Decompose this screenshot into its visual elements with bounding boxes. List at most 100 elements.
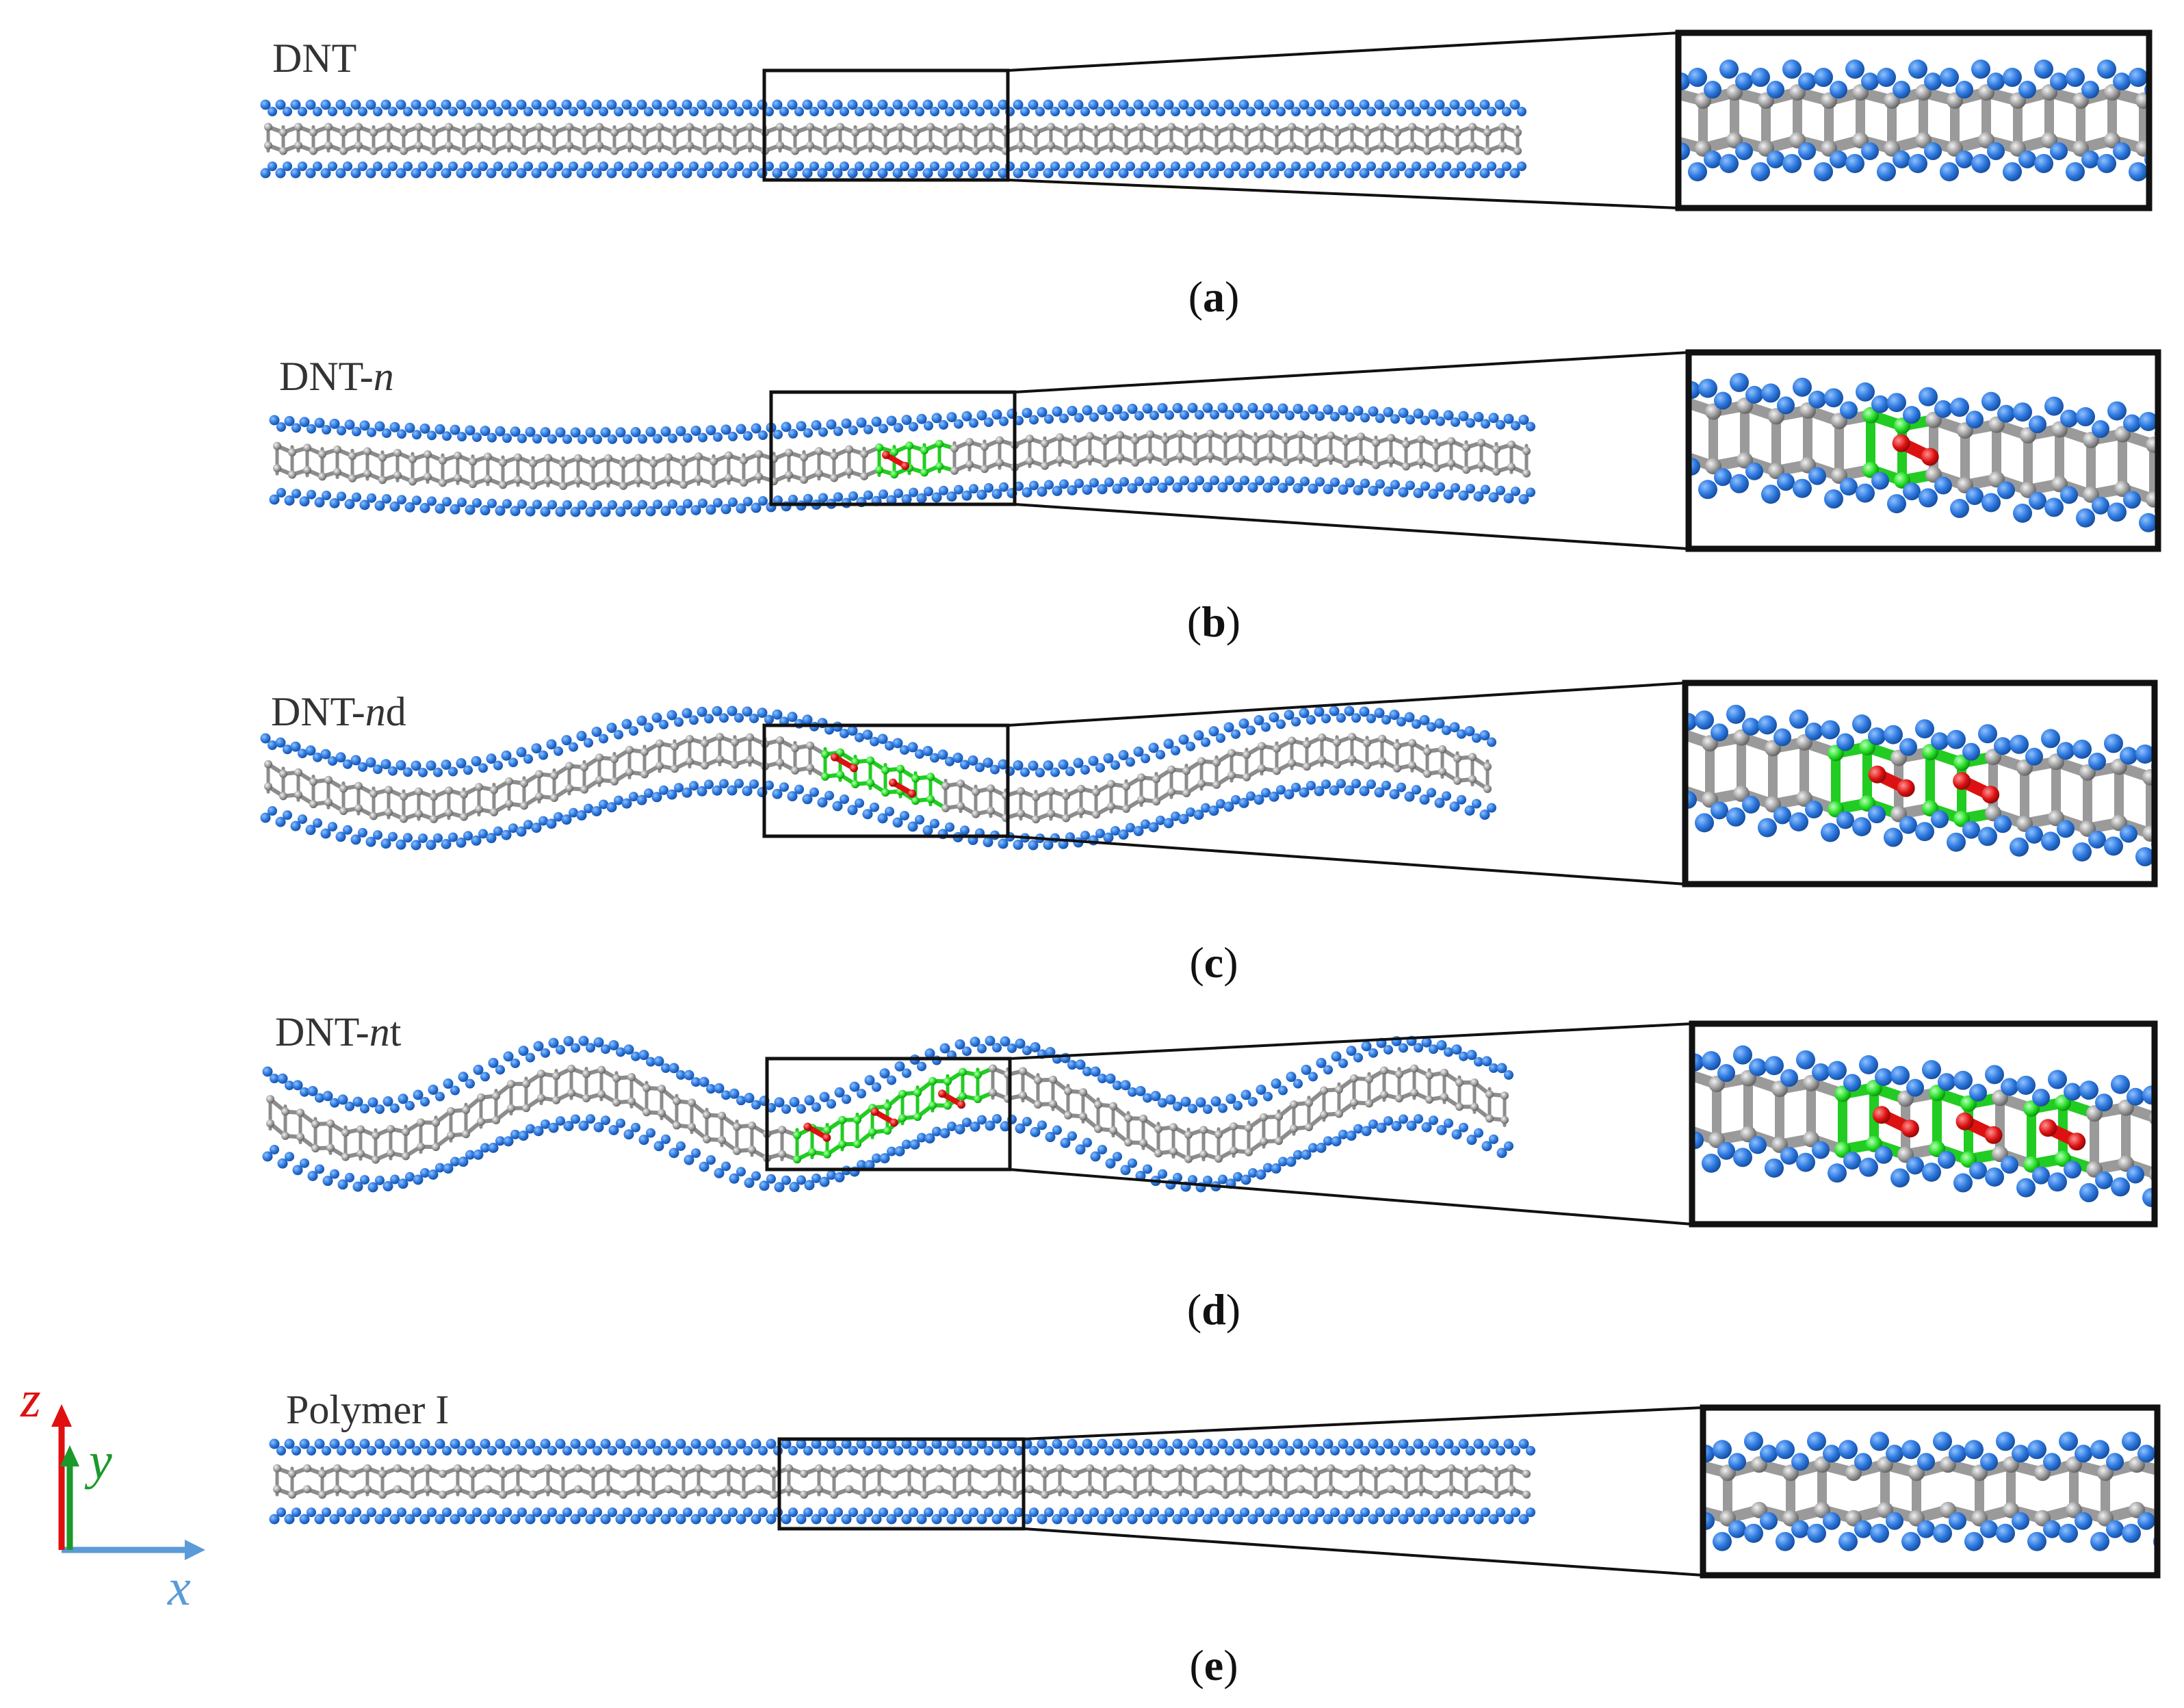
carbon-atom [1243, 751, 1251, 760]
hydrogen-atom [2050, 142, 2068, 160]
hydrogen-atom [375, 1104, 385, 1114]
hydrogen-atom [1052, 406, 1063, 417]
carbon-atom [1318, 733, 1326, 742]
hydrogen-atom [471, 99, 482, 110]
carbon-atom [1303, 740, 1311, 749]
molecule-strip-c [260, 706, 1496, 851]
carbon-atom [920, 468, 928, 477]
hydrogen-atom [418, 107, 428, 116]
hydrogen-atom [967, 755, 978, 766]
hydrogen-atom [734, 107, 744, 116]
hydrogen-atom [290, 820, 301, 831]
hydrogen-atom [1285, 476, 1295, 486]
hydrogen-atom [395, 760, 406, 771]
carbon-atom [279, 146, 287, 155]
hydrogen-atom [871, 416, 882, 427]
hydrogen-atom [608, 1124, 619, 1135]
hydrogen-atom [674, 107, 684, 116]
hydrogen-atom [1503, 1438, 1514, 1449]
hydrogen-atom [1321, 779, 1331, 790]
hydrogen-atom [736, 424, 746, 435]
carbon-atom [1513, 128, 1522, 137]
hydrogen-atom [1306, 780, 1316, 790]
carbon-atom [610, 755, 619, 764]
hydrogen-atom [909, 422, 918, 432]
hydrogen-atom [764, 780, 774, 790]
hydrogen-atom [998, 168, 1009, 179]
hydrogen-atom [832, 801, 843, 812]
hydrogen-atom [465, 1078, 475, 1089]
hydrogen-atom [1178, 734, 1189, 745]
hydrogen-atom [586, 1043, 595, 1053]
hydrogen-atom [1240, 1446, 1249, 1455]
hydrogen-atom [931, 1438, 942, 1449]
carbon-atom [959, 1091, 967, 1100]
hydrogen-atom [1479, 99, 1490, 110]
hydrogen-atom [1711, 801, 1728, 820]
hydrogen-atom [1383, 1438, 1394, 1449]
carbon-atom [974, 1070, 982, 1079]
carbon-atom [838, 1140, 846, 1149]
carbon-atom [619, 482, 627, 491]
carbon-atom [294, 141, 302, 150]
carbon-atom [354, 781, 363, 790]
carbon-atom [725, 474, 733, 482]
carbon-atom [944, 1077, 952, 1086]
hydrogen-atom [1980, 1520, 1998, 1538]
hydrogen-atom [1141, 753, 1150, 764]
hydrogen-atom [1389, 99, 1400, 110]
hydrogen-atom [894, 422, 903, 432]
hydrogen-atom [1338, 1514, 1349, 1525]
hydrogen-atom [525, 1052, 535, 1063]
hydrogen-atom [704, 161, 714, 171]
carbon-atom [1297, 430, 1305, 439]
hydrogen-atom [840, 794, 849, 804]
carbon-atom [1410, 1088, 1418, 1097]
hydrogen-atom [561, 814, 572, 825]
hydrogen-atom [1240, 1089, 1251, 1100]
hydrogen-atom [1074, 413, 1084, 423]
hydrogen-atom [434, 503, 445, 514]
carbon-atom [823, 1126, 831, 1135]
hydrogen-atom [1105, 1158, 1116, 1169]
hydrogen-atom [516, 168, 527, 179]
hydrogen-atom [1118, 829, 1129, 840]
hydrogen-atom [1749, 1058, 1767, 1076]
hydrogen-atom [939, 419, 948, 430]
hydrogen-atom [562, 500, 572, 510]
carbon-atom [499, 1490, 507, 1499]
carbon-atom [445, 808, 453, 817]
carbon-atom [2160, 1464, 2176, 1481]
hydrogen-atom [1405, 1508, 1415, 1517]
hydrogen-atom [1368, 1514, 1379, 1525]
zoom-line-bottom-c [1007, 835, 1686, 885]
hydrogen-atom [872, 1153, 881, 1163]
hydrogen-atom [1231, 107, 1240, 116]
hydrogen-atom [1088, 755, 1099, 766]
hydrogen-atom [690, 425, 701, 436]
carbon-atom [740, 456, 748, 465]
hydrogen-atom [1487, 737, 1496, 747]
hydrogen-atom [1353, 405, 1364, 416]
carbon-atom [1318, 122, 1326, 131]
hydrogen-atom [879, 1153, 890, 1164]
hydrogen-atom [343, 825, 352, 835]
hydrogen-atom [1134, 1508, 1144, 1517]
defect-atom [908, 789, 916, 798]
carbon-atom [1438, 745, 1446, 754]
hydrogen-atom [2090, 1440, 2109, 1460]
hydrogen-atom [833, 492, 843, 502]
hydrogen-atom [1427, 788, 1436, 798]
hydrogen-atom [344, 1514, 355, 1525]
carbon-atom [1498, 141, 1507, 150]
carbon-atom [1260, 1137, 1268, 1146]
carbon-atom [640, 770, 649, 779]
carbon-atom [550, 794, 558, 803]
carbon-atom [1071, 438, 1079, 447]
carbon-atom [430, 815, 438, 824]
carbon-atom [1507, 463, 1516, 471]
hydrogen-atom [796, 421, 807, 432]
hydrogen-atom [1890, 1168, 1910, 1188]
hydrogen-atom [1366, 714, 1376, 724]
hydrogen-atom [1148, 742, 1159, 753]
